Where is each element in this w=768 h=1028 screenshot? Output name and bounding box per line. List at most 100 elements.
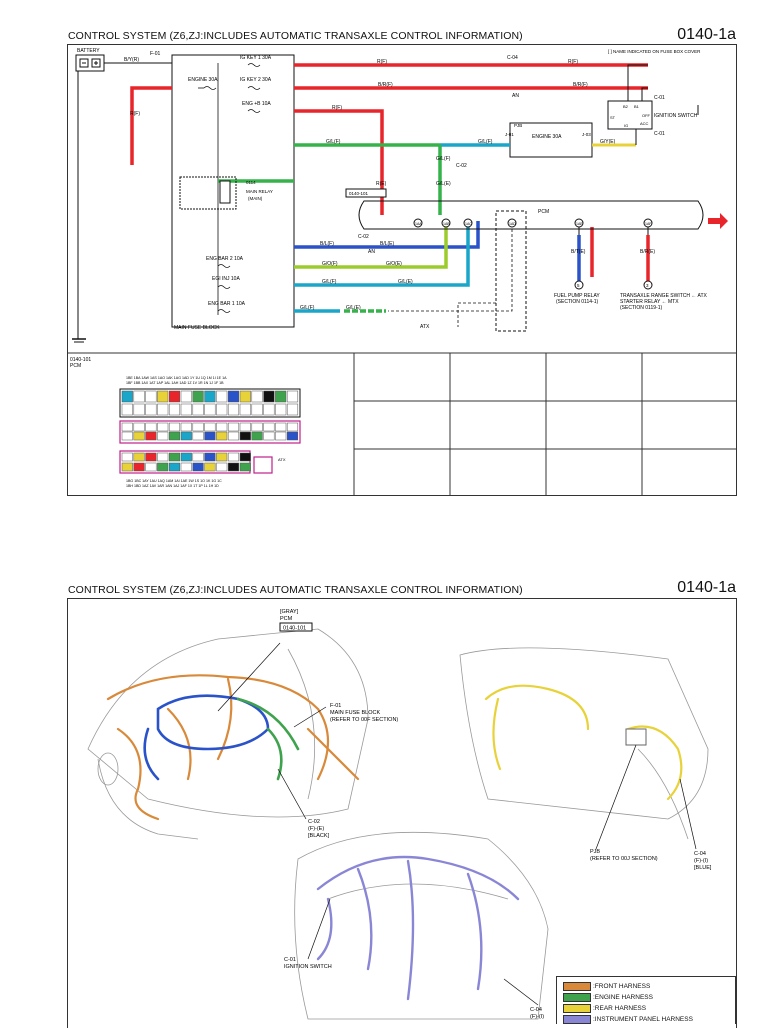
fuse-eng-b: ENG +B 10A [242,101,271,107]
wire-gle-label-3: G/L(E) [346,305,361,311]
c01-label-bottom: C-01 [654,131,665,137]
connector-cell [251,422,263,432]
main-fuse-block [171,54,295,328]
connector-cell [121,431,133,441]
pin-1ae: 1AE [576,222,583,226]
connector-cell [216,431,228,441]
legend-front: :FRONT HARNESS [563,981,729,992]
connector-cell [216,452,228,462]
pjb-box [509,122,593,158]
connector-atx-2: ATX [278,457,286,462]
pin-5-circle [574,280,584,290]
wire-br-label-2: B/R(F) [573,82,588,88]
wire-gl-label-2: G/L(F) [478,139,493,145]
connector-cell [216,462,228,472]
wire-goe-label: G/O(E) [386,261,402,267]
connector-cells [121,390,299,472]
connector-cell [168,462,181,472]
connector-cell [239,452,251,462]
connector-cell [192,462,204,472]
callout-lines [217,642,697,1006]
callout-labels: [GRAY] PCM 0140-101 F-01 MAIN FUSE BLOCK… [280,609,712,1020]
pjb-box-drawing [625,728,647,746]
connector-sub: PCM [70,363,81,369]
connector-cell [216,403,228,416]
connector-cell [204,390,216,403]
wire-r-label-3: R(F) [332,105,342,111]
c02-pins: (F)-(E) [308,826,324,832]
harness-location-drawing: [GRAY] PCM 0140-101 F-01 MAIN FUSE BLOCK… [87,609,712,1020]
f01-drawing: F-01 [330,703,341,709]
legend-swatch-engine [563,993,591,1002]
pcm-conn-label: 0140-101 [349,191,369,196]
connector-cell [275,390,287,403]
pcm-color-label: [GRAY] [280,609,299,615]
connector-cell [121,462,133,472]
connector-cell [157,390,169,403]
connector-cell [133,452,145,462]
main-relay-sub: (MAIN) [248,196,263,201]
wire-r-label: R(F) [377,59,387,65]
connector-cell [121,390,133,403]
connector-cell [168,431,181,441]
engine-bay-outline [87,628,369,840]
ignition-switch-box [607,100,653,130]
legend-instrument: :INSTRUMENT PANEL HARNESS [563,1014,729,1024]
c04-label: C-04 [507,55,518,61]
connector-cell [192,422,204,432]
c04-color: [BLUE] [694,865,712,871]
c04-drawing: C-04 [694,851,706,857]
fuse-symbols [198,63,261,315]
red-wires [130,63,648,277]
ign-b1: B1 [634,104,640,109]
connector-cell [286,390,299,403]
connector-top-row2: 1BF 1BB 1AX 1AT 1AP 1AL 1AH 1AD 1Z 1V 1R… [126,381,224,385]
connector-bot-row2: 1BH 1BD 1AZ 1AV 1AR 1AN 1AJ 1AF 1X 1T 1P… [126,484,219,488]
connector-cell [180,422,192,432]
wire-gle-label-2: G/L(E) [398,279,413,285]
j03-label: J-03 [582,132,591,137]
legend-label-instrument: :INSTRUMENT PANEL HARNESS [593,1016,693,1023]
fuse-eng-bar1: ENG BAR 1 10A [208,301,246,307]
connector-cell [275,422,287,432]
fuel-pump-relay-section: (SECTION 0114-1) [556,299,598,305]
connector-cell [204,462,216,472]
pcm-pins [413,218,653,228]
connector-cell [192,403,204,416]
connector-cell [168,390,181,403]
connector-cell [133,431,145,441]
connector-cell [275,431,287,441]
pin-3-circle [643,280,653,290]
pcm-conn-tag [345,188,387,198]
sheet2-frame: [GRAY] PCM 0140-101 F-01 MAIN FUSE BLOCK… [67,598,737,1028]
wire-ble-label: B/L(E) [380,241,395,247]
pin-3: 3 [646,283,649,288]
main-relay-tag: 0114 [246,180,256,185]
wire-gl-label-5: G/L(F) [300,305,315,311]
harness-legend: :FRONT HARNESS :ENGINE HARNESS :REAR HAR… [556,976,736,1024]
fuse-labels: IG KEY 1 30A ENGINE 30A IG KEY 2 30A ENG… [188,55,272,307]
wire-bte-label: B/T(E) [571,249,586,255]
main-relay-box [179,176,237,210]
connector-cell [157,422,169,432]
connector-cell [204,452,216,462]
c02-label-2: C-02 [358,234,369,240]
wire-re-label: R(E) [376,181,387,187]
fuse-ig-key1: IG KEY 1 30A [240,55,272,61]
an-label: AN [512,93,519,99]
connector-cell [263,390,275,403]
connector-cell [263,422,275,432]
legend-swatch-rear [563,1004,591,1013]
connector-cell [227,462,240,472]
connector-cell [133,403,145,416]
wiring-schematic: BATTERY MAIN FUSE BLOCK B/Y(R) F-01 IG K… [68,48,736,495]
atx-dashed-box [495,210,527,332]
legend-engine: :ENGINE HARNESS [563,992,729,1003]
c02-color: [BLACK] [308,833,330,839]
legend-label-engine: :ENGINE HARNESS [593,994,653,1001]
pin-1ad: 1AD [509,222,516,226]
c02-label: C-02 [456,163,467,169]
connector-cell [251,390,263,403]
engine-harness [143,694,300,781]
c04b-drawing: C-04 [530,1007,542,1013]
